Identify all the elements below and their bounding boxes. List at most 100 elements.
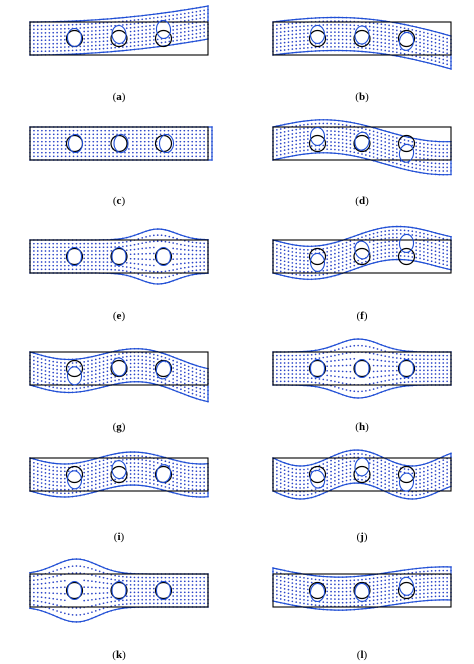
hole-deformed [155,246,172,267]
panel-label-letter: b [358,91,366,103]
panel-label-letter: i [117,531,121,543]
hole-undeformed [154,581,173,600]
hole-deformed [309,358,326,379]
hole-deformed [309,469,326,489]
deformed-outline [272,338,452,399]
hole-undeformed [308,134,327,153]
hole-deformed [111,460,127,480]
hole-deformed [111,357,127,377]
node-dots [272,338,452,399]
hole-undeformed [308,29,327,48]
panel-label-letter: l [360,649,364,661]
panel-label-l: (l) [356,649,368,661]
undeformed-outline [29,573,209,608]
hole-undeformed [353,29,371,48]
hole-undeformed [397,465,416,484]
hole-deformed [398,233,415,253]
hole-undeformed [154,247,173,266]
panel-label-letter: j [360,531,364,543]
hole-deformed [309,126,326,146]
hole-undeformed [397,581,416,600]
hole-undeformed [154,134,173,153]
panel-label-letter: c [116,195,122,207]
hole-deformed [66,366,83,386]
panel-a [29,5,209,56]
panel-label-letter: a [116,91,122,103]
panel-label-g: (g) [112,421,126,433]
hole-undeformed [65,247,84,266]
node-dots [29,347,209,403]
panel-label-f: (f) [356,310,368,322]
hole-deformed [155,19,172,40]
hole-deformed [158,133,175,154]
hole-deformed [398,143,415,163]
hole-deformed [354,358,370,379]
hole-undeformed [65,359,84,378]
hole-deformed [354,582,370,602]
panel-label-letter: g [116,421,122,433]
node-dots [29,228,209,285]
hole-deformed [67,133,84,154]
panel-label-k: (k) [112,649,126,661]
undeformed-outline [272,239,452,274]
panel-e [29,228,209,285]
hole-undeformed [308,359,327,378]
hole-undeformed [397,29,416,48]
hole-deformed [398,31,415,51]
panel-g [29,347,209,403]
hole-undeformed [397,247,416,266]
deformed-outline [29,348,209,403]
hole-undeformed [110,359,128,378]
panel-label-letter: k [115,649,123,661]
hole-deformed [354,25,370,45]
hole-deformed [155,464,172,484]
hole-deformed [113,133,129,154]
hole-undeformed [353,359,371,378]
hole-undeformed [154,359,173,378]
hole-deformed [66,580,83,601]
hole-deformed [155,580,172,601]
hole-undeformed [65,581,84,600]
panel-label-letter: e [116,310,122,322]
undeformed-outline [272,21,452,56]
hole-deformed [66,246,83,267]
hole-deformed [309,582,326,603]
panel-label-i: (i) [113,531,125,543]
hole-undeformed [154,29,173,48]
deformed-outline [29,451,209,498]
deformed-outline [29,126,213,161]
hole-undeformed [353,134,371,153]
panel-label-letter: f [360,310,364,322]
hole-deformed [309,252,326,272]
hole-deformed [111,246,127,267]
panel-label-c: (c) [112,195,126,207]
hole-undeformed [110,134,128,153]
hole-undeformed [65,465,84,484]
deformed-outline [29,228,209,285]
hole-undeformed [353,465,371,484]
deformed-outline [272,119,452,176]
undeformed-outline [272,126,452,161]
panel-l [272,566,452,611]
hole-deformed [398,358,415,379]
hole-undeformed [308,465,327,484]
hole-undeformed [353,581,371,600]
hole-deformed [66,27,83,48]
hole-undeformed [308,581,327,600]
undeformed-outline [29,21,209,56]
hole-deformed [111,580,127,601]
hole-deformed [66,470,83,490]
panel-label-b: (b) [355,91,369,103]
undeformed-outline [29,351,209,386]
hole-undeformed [110,581,128,600]
hole-undeformed [110,29,128,48]
hole-undeformed [397,359,416,378]
node-dots [29,126,213,161]
hole-deformed [309,24,326,44]
node-dots [272,449,452,500]
hole-undeformed [110,247,128,266]
hole-deformed [354,131,370,151]
panel-c [29,126,213,161]
panel-b [272,16,452,70]
panel-label-e: (e) [112,310,126,322]
